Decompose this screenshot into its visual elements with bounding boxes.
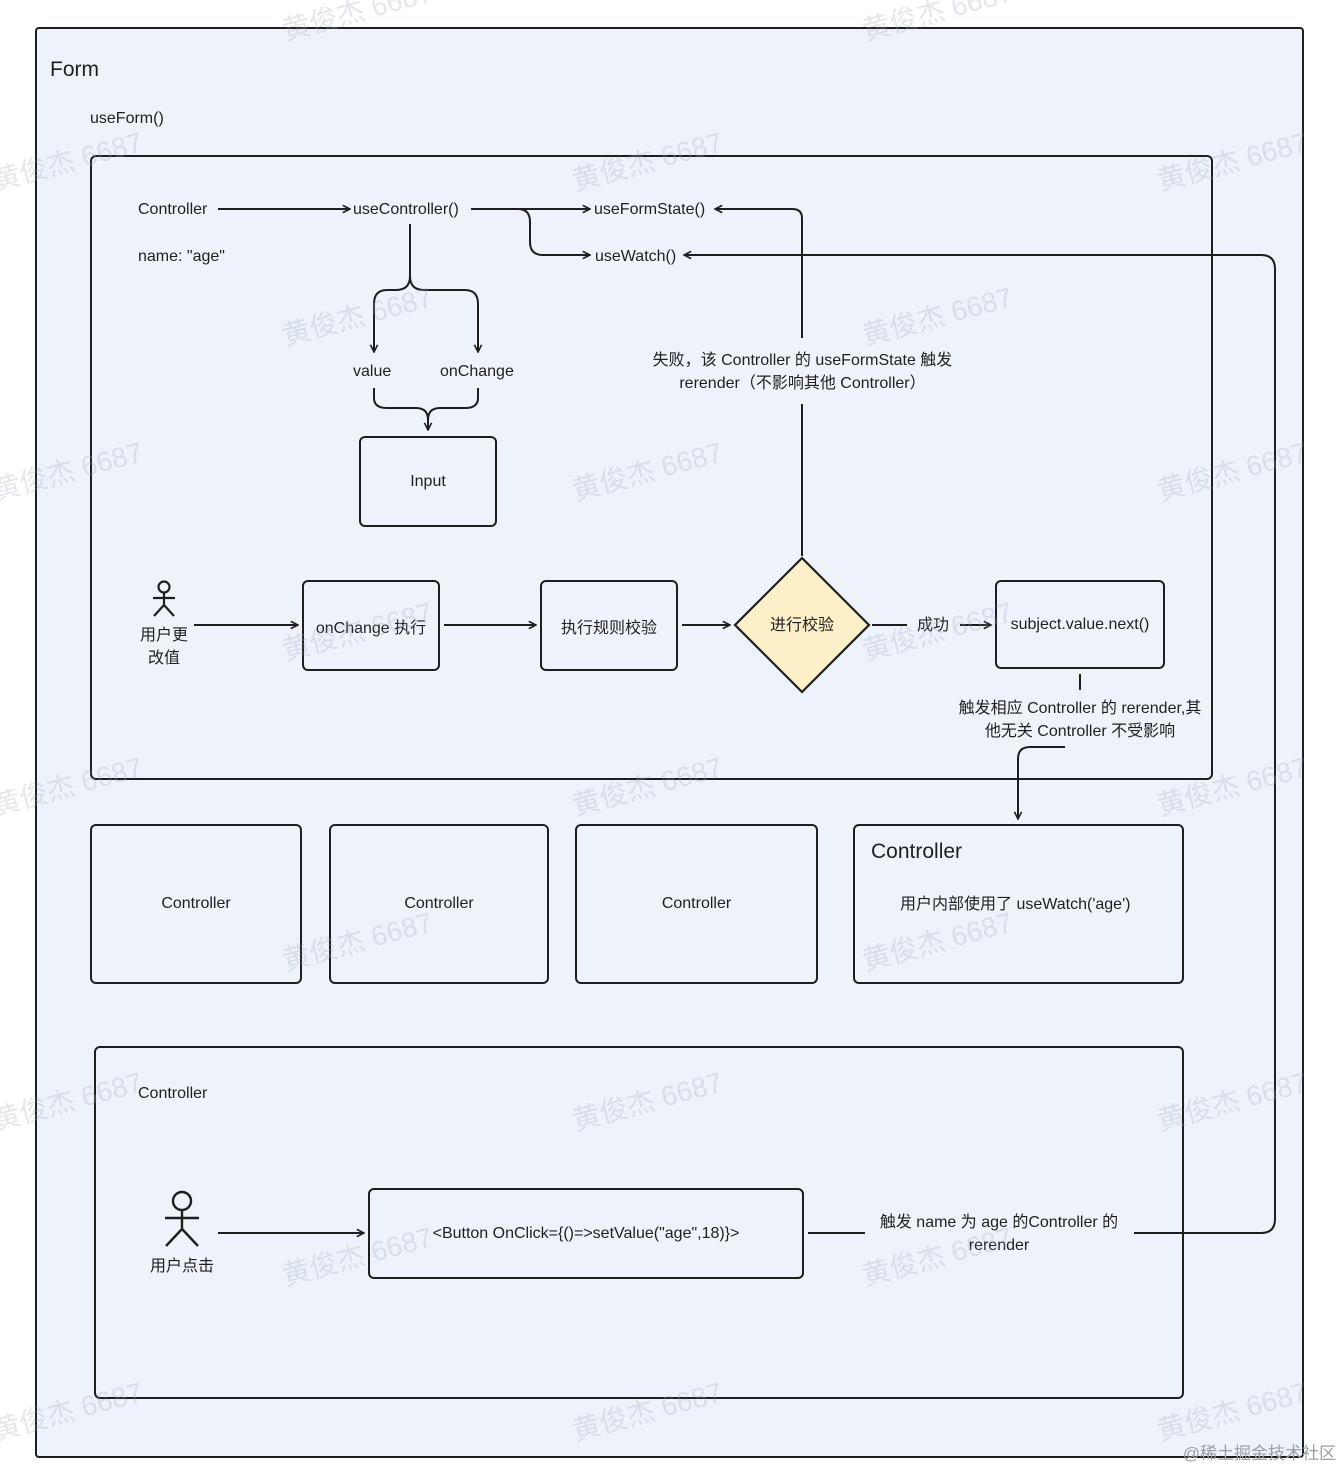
controller-box-3: Controller	[575, 824, 818, 984]
value-label: value	[353, 363, 392, 380]
watch-controller-title: Controller	[871, 840, 963, 863]
watch-controller-note: 用户内部使用了 useWatch('age')	[900, 896, 1131, 913]
user-change-label: 用户更改值	[139, 627, 188, 667]
controller-box-2-label: Controller	[404, 895, 474, 912]
controller-box-2: Controller	[329, 824, 549, 984]
bottom-controller-title: Controller	[138, 1085, 208, 1102]
on-change-exec-node: onChange 执行	[302, 580, 440, 671]
edge-usecontroller-split	[374, 224, 411, 352]
subject-next-label: subject.value.next()	[1010, 615, 1150, 633]
use-watch-label: useWatch()	[595, 248, 677, 265]
rerender-note: 触发 name 为 age 的Controller 的rerender	[879, 1214, 1119, 1254]
controller-label: Controller	[138, 201, 208, 218]
button-code-node: <Button OnClick={()=>setValue("age",18)}…	[368, 1188, 804, 1279]
validate-label: 进行校验	[769, 617, 834, 634]
user-click-label: 用户点击	[150, 1258, 215, 1275]
form-title: Form	[50, 58, 99, 81]
use-form-state-label: useFormState()	[594, 201, 706, 218]
run-rules-node: 执行规则校验	[540, 580, 678, 671]
controller-box-1-label: Controller	[161, 895, 231, 912]
subject-next-node: subject.value.next()	[995, 580, 1165, 669]
edge-usecontroller-to-usewatch	[517, 208, 590, 255]
edge-note-to-usewatch	[684, 255, 1276, 1234]
form-container	[35, 27, 1304, 1458]
fail-note: 失败，该 Controller 的 useFormState 触发 rerend…	[652, 352, 953, 392]
user-click-actor-icon	[165, 1190, 199, 1247]
on-change-label: onChange	[440, 363, 514, 380]
input-node-label: Input	[410, 472, 446, 490]
bottom-controller-panel	[94, 1046, 1184, 1399]
run-rules-label: 执行规则校验	[560, 619, 657, 637]
controller-box-3-label: Controller	[661, 895, 732, 912]
footer-credit: @稀土掘金技术社区	[1182, 1444, 1336, 1463]
on-change-exec-label: onChange 执行	[315, 619, 427, 637]
use-controller-label: useController()	[353, 201, 459, 218]
use-form-label: useForm()	[90, 110, 164, 127]
user-actor-icon	[153, 580, 175, 617]
controller-box-1: Controller	[90, 824, 302, 984]
edge-value-onchange-to-input	[373, 388, 428, 430]
input-node: Input	[359, 436, 497, 527]
validate-diamond	[733, 556, 871, 694]
upper-panel	[90, 155, 1213, 780]
name-prop-label: name: "age"	[138, 248, 225, 265]
watch-controller-box	[853, 824, 1184, 984]
button-code-label: <Button OnClick={()=>setValue("age",18)}…	[432, 1224, 740, 1242]
success-label: 成功	[917, 617, 950, 634]
trigger-note: 触发相应 Controller 的 rerender,其他无关 Controll…	[958, 700, 1202, 740]
